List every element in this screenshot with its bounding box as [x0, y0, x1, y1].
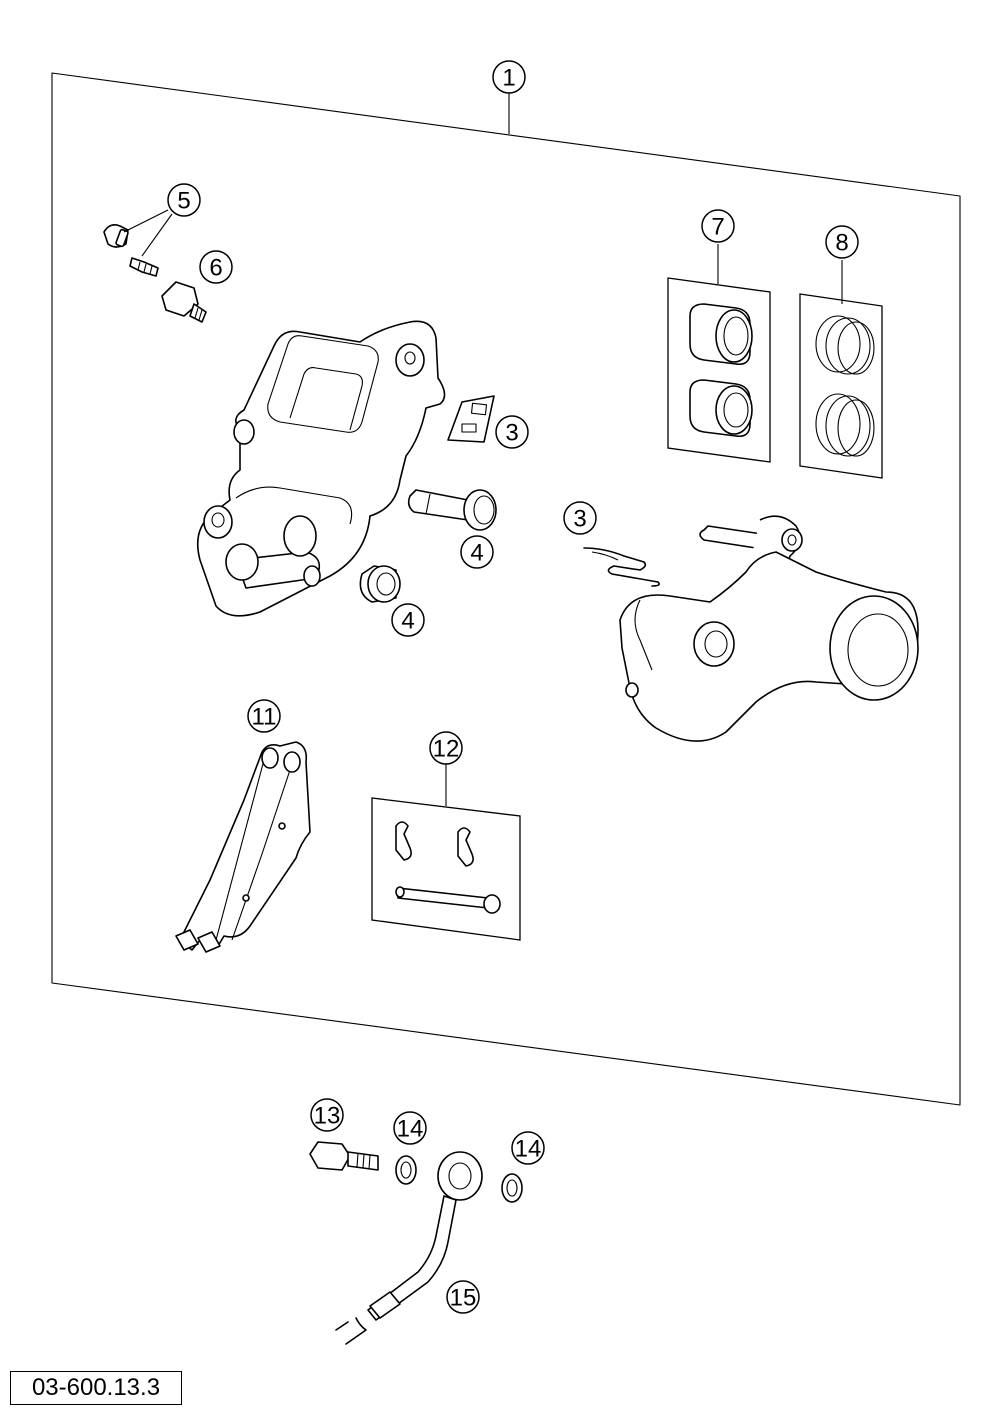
svg-text:14: 14: [515, 1136, 542, 1163]
svg-text:5: 5: [177, 188, 190, 215]
brake-line: [335, 1151, 483, 1345]
callout-14-left: 14: [393, 1111, 427, 1145]
caliper-support: [619, 515, 919, 742]
svg-text:14: 14: [397, 1116, 424, 1143]
svg-text:15: 15: [450, 1285, 477, 1312]
spring-clip: [583, 547, 660, 587]
drawing-code: 03-600.13.3: [10, 1371, 182, 1405]
bush: [359, 565, 401, 603]
caliper-body: [196, 320, 446, 617]
plug-screw: [161, 281, 207, 323]
small-parts-kit: [371, 764, 521, 941]
callout-3-upper: 3: [495, 415, 529, 449]
seal-kit: [799, 260, 883, 479]
callout-4-upper: 4: [460, 535, 494, 569]
brake-pads: [175, 741, 311, 953]
svg-text:13: 13: [314, 1103, 341, 1130]
svg-text:12: 12: [433, 736, 460, 763]
svg-text:6: 6: [209, 255, 222, 282]
leader-5a: [123, 209, 169, 233]
svg-text:3: 3: [573, 506, 586, 533]
banjo-bolt: [309, 1141, 379, 1171]
callout-8: 8: [825, 225, 859, 259]
sealing-ring-right: [501, 1173, 523, 1203]
svg-text:3: 3: [505, 420, 518, 447]
callout-4-lower: 4: [391, 603, 425, 637]
svg-text:1: 1: [502, 65, 515, 92]
callout-13: 13: [310, 1098, 344, 1132]
callout-12: 12: [429, 731, 463, 765]
svg-text:4: 4: [470, 540, 483, 567]
callout-11: 11: [247, 699, 281, 733]
svg-text:4: 4: [401, 608, 414, 635]
svg-text:7: 7: [711, 214, 724, 241]
callout-6: 6: [199, 250, 233, 284]
callout-5: 5: [167, 183, 201, 217]
callout-7: 7: [701, 209, 735, 243]
svg-text:8: 8: [835, 230, 848, 257]
bleed-screw: [129, 257, 159, 277]
leader-5b: [141, 213, 173, 257]
callout-14-right: 14: [511, 1131, 545, 1165]
assembly-frame: [51, 72, 961, 1106]
sealing-ring-left: [395, 1155, 417, 1185]
pin-bolt: [407, 489, 497, 531]
callout-15: 15: [446, 1280, 480, 1314]
svg-text:11: 11: [252, 704, 277, 731]
pad-spring-upper: [447, 395, 495, 443]
callout-1: 1: [492, 60, 526, 94]
bleed-screw-cap: [103, 224, 129, 248]
callout-3-lower: 3: [563, 501, 597, 535]
piston-kit: [667, 244, 771, 463]
